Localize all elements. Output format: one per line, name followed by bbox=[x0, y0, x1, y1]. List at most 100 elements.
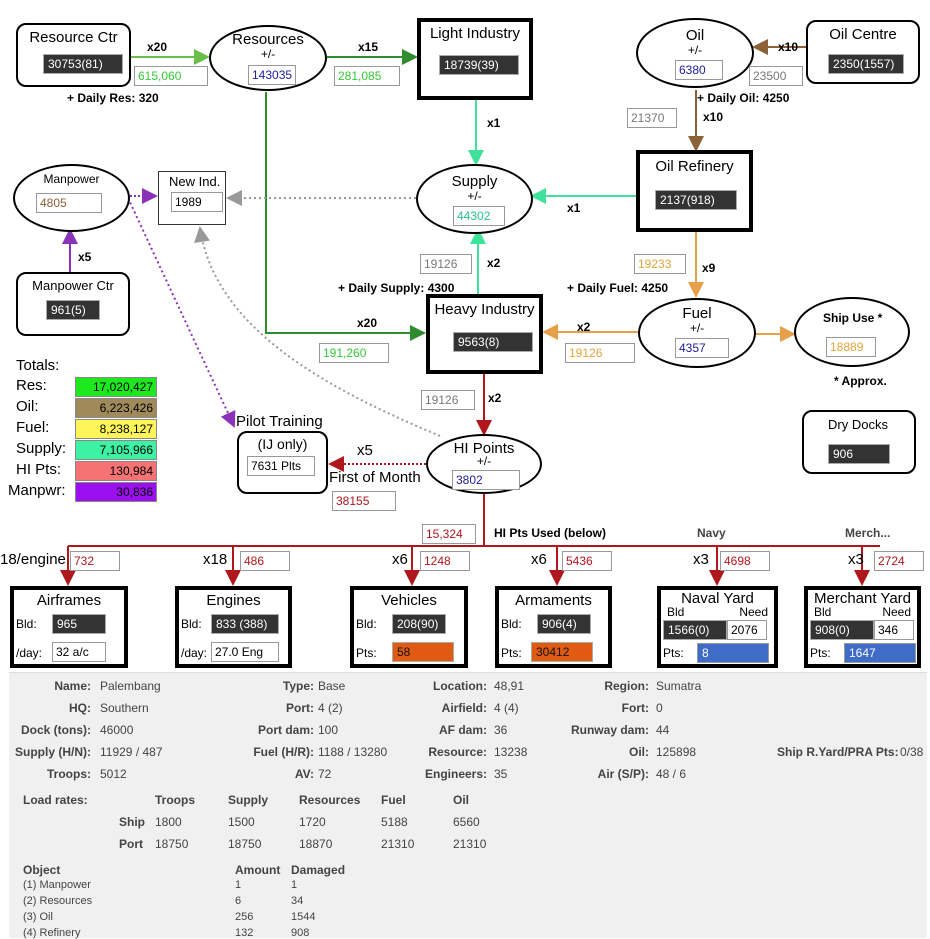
manpower-node[interactable]: Manpower 4805 bbox=[13, 164, 130, 232]
load-rates-value: 1800 bbox=[155, 815, 182, 829]
producer-pts-label: Pts: bbox=[663, 646, 684, 660]
info-key: Supply (H/N): bbox=[15, 745, 91, 759]
fuel-node[interactable]: Fuel +/- 4357 bbox=[638, 298, 756, 368]
info-key: Name: bbox=[54, 679, 91, 693]
info-key: Troops: bbox=[47, 767, 91, 781]
producer-cost: 732 bbox=[70, 551, 120, 571]
objects-header: Damaged bbox=[291, 863, 346, 877]
oil-output: 21370 bbox=[627, 108, 677, 128]
manpower-ctr-title: Manpower Ctr bbox=[32, 278, 114, 293]
producer-bld-label: Bld: bbox=[356, 617, 377, 631]
load-rates-value: 18750 bbox=[155, 837, 189, 851]
totals-value: 8,238,127 bbox=[75, 419, 157, 439]
heavy-industry-title: Heavy Industry bbox=[434, 301, 535, 318]
producer-header: Navy bbox=[697, 526, 726, 540]
supply-input: 19126 bbox=[420, 254, 472, 274]
objects-header: Object bbox=[23, 863, 61, 877]
ship-use-node[interactable]: Ship Use * 18889 bbox=[794, 297, 910, 367]
info-key: Oil: bbox=[629, 745, 649, 759]
info-key: Fort: bbox=[621, 701, 649, 715]
producer-cost: 4698 bbox=[720, 551, 770, 571]
totals-value: 130,984 bbox=[75, 461, 157, 481]
producer-day-value: 27.0 Eng bbox=[211, 642, 279, 662]
resources-node[interactable]: Resources +/- 143035 bbox=[209, 25, 327, 91]
oil-node[interactable]: Oil +/- 6380 bbox=[636, 18, 754, 88]
producer-pts-value: 1647 bbox=[844, 643, 916, 663]
pilot-training-node[interactable]: (IJ only) 7631 Plts bbox=[237, 431, 328, 494]
fuel-output: 19126 bbox=[565, 343, 635, 363]
heavy-industry-node[interactable]: Heavy Industry 9563(8) bbox=[426, 294, 543, 374]
mult-hi-to-pilot: x5 bbox=[357, 442, 373, 459]
load-rates-value: 21310 bbox=[453, 837, 487, 851]
oil-refinery-title: Oil Refinery bbox=[655, 158, 734, 175]
ship-yard-label: Ship R.Yard/PRA Pts: bbox=[777, 745, 899, 759]
totals-label: Res: bbox=[16, 377, 47, 394]
resources-sub: +/- bbox=[260, 47, 276, 61]
light-industry-node[interactable]: Light Industry 18739(39) bbox=[417, 18, 533, 100]
oil-centre-node[interactable]: Oil Centre 2350(1557) bbox=[806, 20, 920, 84]
info-key: Resource: bbox=[428, 745, 487, 759]
objects-cell: 34 bbox=[291, 895, 304, 907]
load-rates-value: 18870 bbox=[299, 837, 333, 851]
producer-title: Naval Yard bbox=[681, 590, 754, 607]
producer-title: Vehicles bbox=[381, 592, 437, 609]
hi-res-input: 191,260 bbox=[319, 343, 389, 363]
manpower-ctr-value: 961(5) bbox=[46, 300, 100, 320]
manpower-ctr-node[interactable]: Manpower Ctr 961(5) bbox=[16, 272, 130, 336]
producer-multiplier: x6 bbox=[392, 551, 408, 568]
load-rates-row-label: Port bbox=[119, 837, 143, 851]
resource-ctr-node[interactable]: Resource Ctr 30753(81) bbox=[16, 23, 131, 87]
supply-node[interactable]: Supply +/- 44302 bbox=[416, 164, 533, 234]
supply-sub: +/- bbox=[467, 189, 482, 203]
mult-fuel-to-hi: x2 bbox=[577, 320, 591, 334]
info-value: 4 (2) bbox=[318, 701, 343, 715]
oil-centre-value: 2350(1557) bbox=[828, 54, 904, 74]
info-value: Southern bbox=[100, 701, 149, 715]
flow-connectors bbox=[60, 39, 880, 586]
mult-li-to-supply: x1 bbox=[487, 116, 501, 130]
info-value: 44 bbox=[656, 723, 670, 737]
producer-pts-label: Pts: bbox=[356, 646, 377, 660]
mult-ref-to-supply: x1 bbox=[567, 201, 581, 215]
ship-yard-value: 0/38 bbox=[900, 745, 924, 759]
info-key: AF dam: bbox=[439, 723, 487, 737]
producer-day-value: 32 a/c bbox=[52, 642, 106, 662]
producer-bld-label: Bld: bbox=[181, 617, 202, 631]
heavy-industry-value: 9563(8) bbox=[453, 332, 533, 352]
load-rates-label: Load rates: bbox=[23, 793, 88, 807]
info-value: 0 bbox=[656, 701, 663, 715]
info-value: Palembang bbox=[100, 679, 161, 693]
totals-value: 6,223,426 bbox=[75, 398, 157, 418]
hi-points-node[interactable]: HI Points +/- 3802 bbox=[426, 434, 542, 494]
producer-bld-value: 833 (388) bbox=[211, 614, 279, 634]
objects-cell: (3) Oil bbox=[23, 911, 53, 923]
hi-pts-used-label: HI Pts Used (below) bbox=[494, 526, 607, 540]
new-ind-value: 1989 bbox=[171, 192, 223, 212]
resource-ctr-output: 615,060 bbox=[134, 66, 208, 86]
totals-heading: Totals: bbox=[16, 357, 60, 374]
producer-multiplier: x3 bbox=[693, 551, 709, 568]
totals-label: Supply: bbox=[16, 440, 67, 457]
mult-ref-to-fuel: x9 bbox=[702, 261, 716, 275]
dry-docks-node[interactable]: Dry Docks 906 bbox=[802, 410, 916, 474]
pilot-training-sub: (IJ only) bbox=[257, 436, 308, 452]
objects-cell: (1) Manpower bbox=[23, 879, 91, 891]
new-ind-node[interactable]: New Ind. 1989 bbox=[158, 171, 226, 225]
producer-pts-label: Pts: bbox=[810, 646, 831, 660]
producer-bld-value: 906(4) bbox=[537, 614, 591, 634]
producer-pts-value: 30412 bbox=[531, 642, 593, 662]
producer-cost: 1248 bbox=[420, 551, 470, 571]
producer-need-label: Need bbox=[882, 605, 911, 619]
oil-input: 23500 bbox=[749, 66, 803, 86]
info-value: 1188 / 13280 bbox=[318, 745, 388, 759]
dry-docks-value: 906 bbox=[828, 444, 890, 464]
oil-refinery-node[interactable]: Oil Refinery 2137(918) bbox=[636, 150, 753, 232]
totals-value: 7,105,966 bbox=[75, 440, 157, 460]
mult-mpc-to-mp: x5 bbox=[78, 250, 92, 264]
